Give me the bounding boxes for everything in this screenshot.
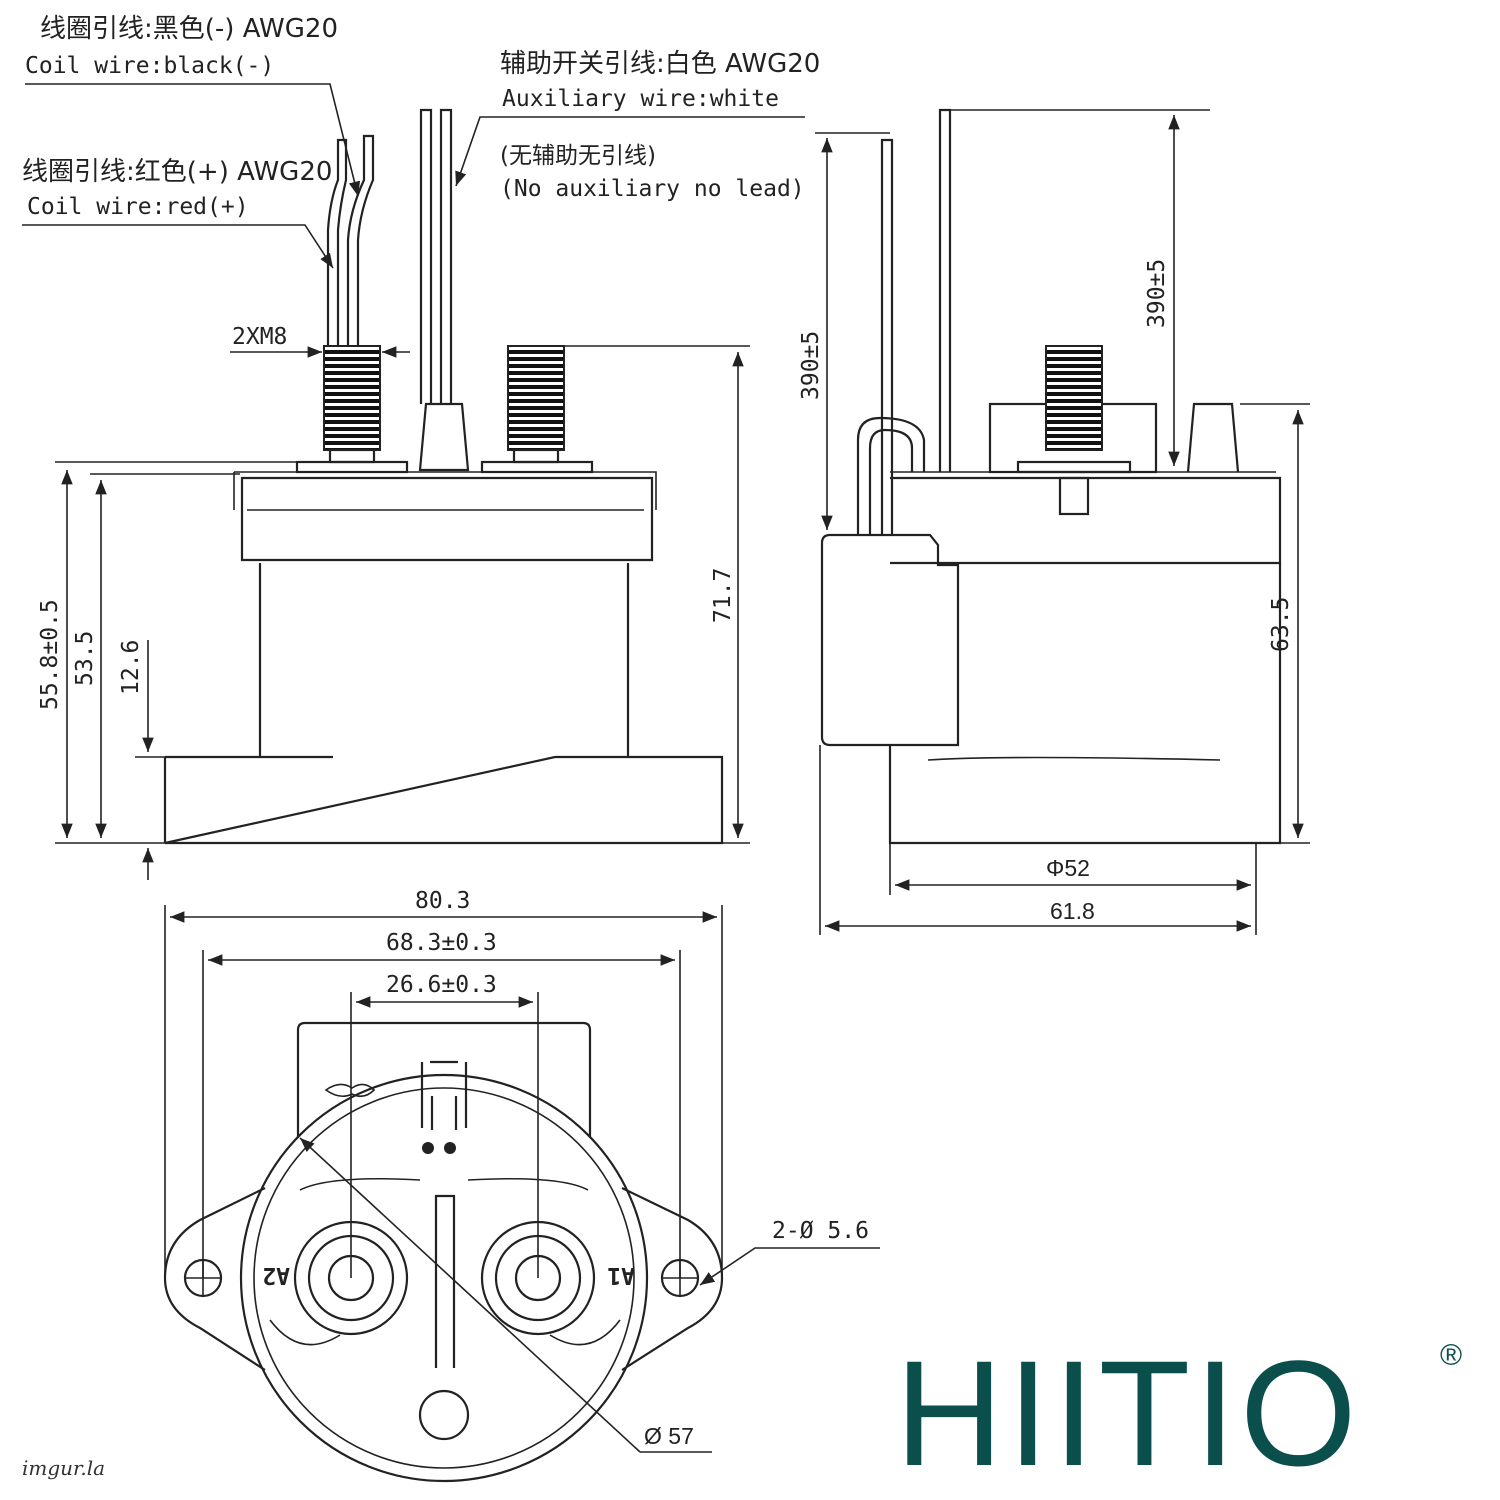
mount-holes-dimension: 2-Ø 5.6 [772,1218,869,1244]
hole-spacing-dimension: 68.3±0.3 [386,930,497,956]
coil-black-cn-label: 线圈引线:黑色(-) AWG20 [40,14,338,44]
height-total-dimension: 55.8±0.5 [37,599,63,710]
no-aux-cn-label: (无辅助无引线) [500,143,656,169]
no-aux-en-label: (No auxiliary no lead) [500,176,805,202]
body-diameter-dimension: Φ52 [1046,855,1090,881]
terminal-spacing-dimension: 26.6±0.3 [386,972,497,998]
flange-diameter-dimension: Ø 57 [644,1423,694,1449]
side-width-dimension: 61.8 [1050,898,1095,924]
terminal-height-dimension: 71.7 [710,568,736,623]
lead-length-dimension-1: 390±5 [798,331,824,400]
terminal-label-a2: A2 [262,1262,290,1288]
front-view [22,83,805,880]
terminal-label-a1: A1 [607,1262,635,1288]
height-body-dimension: 53.5 [72,631,98,686]
side-view [815,108,1310,935]
thread-dimension: 2XM8 [232,324,287,350]
overall-width-dimension: 80.3 [415,888,470,914]
aux-cn-label: 辅助开关引线:白色 AWG20 [500,49,820,79]
side-height-dimension: 63.5 [1268,597,1294,652]
flange-height-dimension: 12.6 [118,640,144,695]
brand-logo: HIITIO [895,1329,1361,1497]
watermark: imgur.la [22,1456,105,1480]
coil-red-cn-label: 线圈引线:红色(+) AWG20 [22,157,332,187]
coil-red-en-label: Coil wire:red(+) [27,194,249,220]
registered-mark: ® [1440,1339,1462,1372]
lead-length-dimension-2: 390±5 [1144,259,1170,328]
top-view [163,905,880,1483]
coil-black-en-label: Coil wire:black(-) [25,53,274,79]
aux-en-label: Auxiliary wire:white [502,86,779,112]
